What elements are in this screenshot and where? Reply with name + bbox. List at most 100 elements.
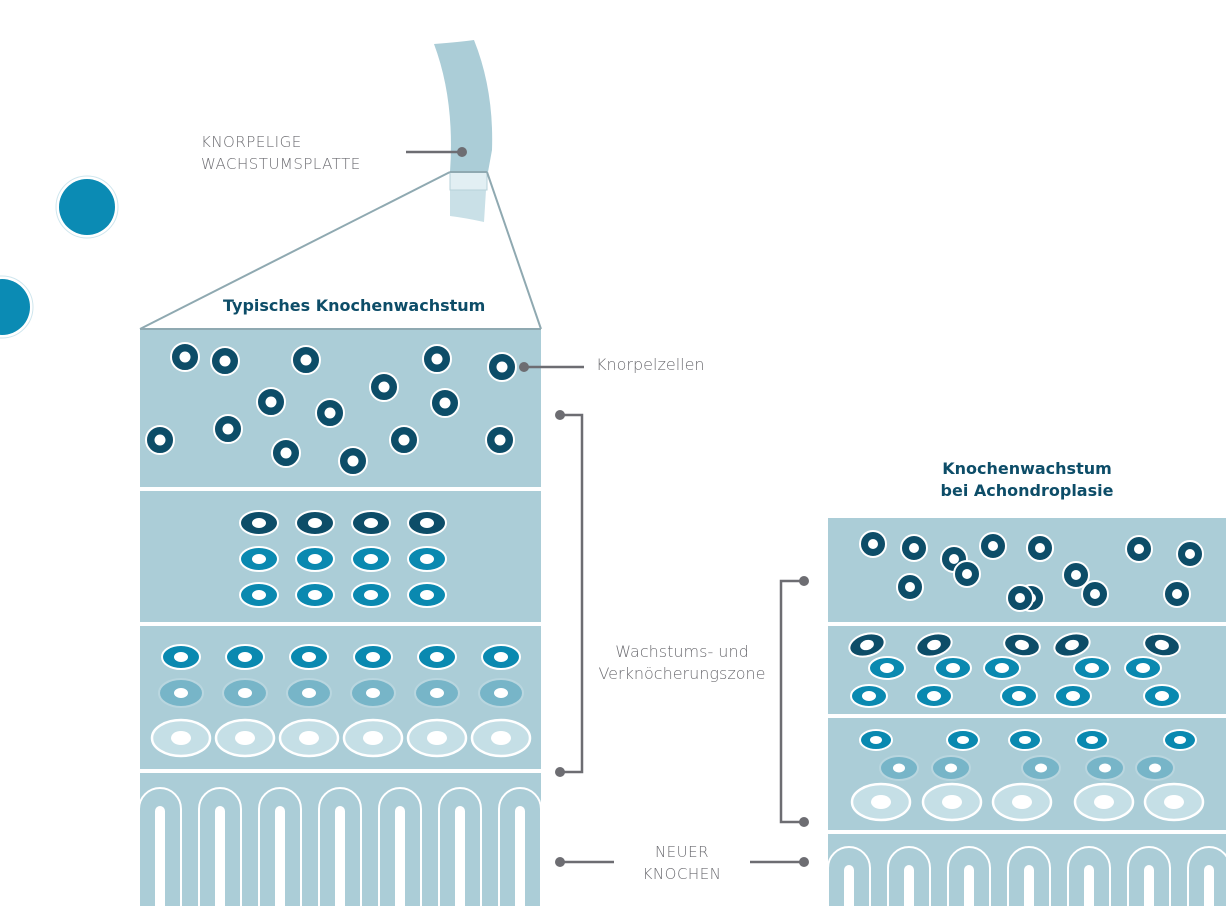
cell-nucleus	[171, 731, 191, 745]
cell	[1053, 632, 1091, 658]
cell	[369, 372, 399, 402]
cell-nucleus	[1086, 736, 1098, 744]
bone-trabecula	[215, 806, 225, 906]
cell	[239, 582, 279, 608]
achondroplasia-title: Knochenwachstum bei Achondroplasie	[907, 458, 1147, 502]
cell-nucleus	[496, 361, 508, 373]
growth-plate-label: KNORPELIGE WACHSTUMSPLATTE	[201, 131, 361, 175]
bone-trabecula	[1084, 865, 1094, 906]
cell-nucleus	[235, 731, 255, 745]
cell	[915, 632, 953, 658]
bone-arch	[138, 787, 182, 906]
chondrocytes-label: Knorpelzellen	[596, 355, 705, 374]
proliferative-zone	[140, 491, 541, 622]
cell-nucleus	[439, 397, 451, 409]
cell	[342, 718, 404, 758]
cell	[295, 582, 335, 608]
cell	[1143, 632, 1181, 658]
typical-growth-panel	[138, 330, 542, 906]
cell-nucleus	[300, 354, 312, 366]
cell	[953, 560, 981, 588]
bone-arch	[258, 787, 302, 906]
bone-fragment	[434, 40, 493, 222]
cell	[1124, 656, 1162, 680]
cell	[1163, 729, 1197, 751]
cell-nucleus	[174, 688, 188, 698]
cell-nucleus	[905, 582, 915, 592]
cell-nucleus	[222, 423, 234, 435]
cell-nucleus	[1035, 763, 1047, 773]
cell-nucleus	[946, 663, 960, 673]
bracket-dot-top	[555, 410, 565, 420]
cell-nucleus	[308, 518, 322, 528]
cell	[407, 582, 447, 608]
cell	[848, 632, 886, 658]
cell-nucleus	[893, 763, 905, 773]
cell-nucleus	[431, 353, 443, 365]
cell	[1081, 580, 1109, 608]
cell-nucleus	[238, 652, 252, 662]
cell	[868, 656, 906, 680]
bone-column	[318, 787, 362, 906]
cell	[213, 414, 243, 444]
cell	[1073, 656, 1111, 680]
cell-nucleus	[957, 736, 969, 744]
bone-arch	[498, 787, 542, 906]
cell-nucleus	[430, 652, 444, 662]
cell-nucleus	[430, 688, 444, 698]
cell-nucleus	[927, 691, 941, 701]
bone-column	[1127, 846, 1171, 906]
cell	[161, 644, 201, 670]
bone-column	[138, 787, 182, 906]
cell-nucleus	[1012, 795, 1032, 809]
cell	[1176, 540, 1204, 568]
cell-nucleus	[324, 407, 336, 419]
cell	[170, 342, 200, 372]
cell-nucleus	[871, 795, 891, 809]
cell	[315, 398, 345, 428]
bone-arch	[1127, 846, 1171, 906]
cell	[983, 656, 1021, 680]
cell	[256, 387, 286, 417]
new-bone-dot-left	[555, 857, 565, 867]
cell-nucleus	[1015, 593, 1025, 603]
cell	[239, 546, 279, 572]
cell-nucleus	[398, 434, 410, 446]
cell	[900, 534, 928, 562]
cell-nucleus	[1174, 736, 1186, 744]
cell-nucleus	[1035, 543, 1045, 553]
cell	[931, 755, 971, 781]
bone-column	[827, 846, 871, 906]
cell	[430, 388, 460, 418]
cell	[422, 344, 452, 374]
cell	[1003, 632, 1041, 658]
cell	[271, 438, 301, 468]
cell-nucleus	[945, 763, 957, 773]
cell	[353, 644, 393, 670]
cell	[338, 446, 368, 476]
cell-nucleus	[366, 652, 380, 662]
cell	[470, 718, 532, 758]
cell	[289, 644, 329, 670]
bone-shaft	[434, 40, 493, 172]
cell	[1143, 684, 1181, 708]
bone-trabecula	[335, 806, 345, 906]
cell	[278, 718, 340, 758]
bone-trabecula	[964, 865, 974, 906]
cell	[481, 644, 521, 670]
new-bone-label-line1: NEUER	[654, 843, 710, 861]
cell-nucleus	[366, 688, 380, 698]
cell-nucleus	[308, 554, 322, 564]
cell	[291, 345, 321, 375]
zone-bracket-typical	[560, 413, 584, 774]
cell-nucleus	[927, 639, 941, 651]
cell	[1006, 584, 1034, 612]
zoom-line-right	[486, 171, 542, 330]
cell	[158, 678, 204, 708]
growth-plate-label-line2: WACHSTUMSPLATTE	[201, 155, 361, 173]
cell	[1163, 580, 1191, 608]
cell-nucleus	[219, 355, 231, 367]
cell	[478, 678, 524, 708]
bone-arch	[1187, 846, 1226, 906]
new-bone-label-line2: KNOCHEN	[642, 865, 722, 883]
